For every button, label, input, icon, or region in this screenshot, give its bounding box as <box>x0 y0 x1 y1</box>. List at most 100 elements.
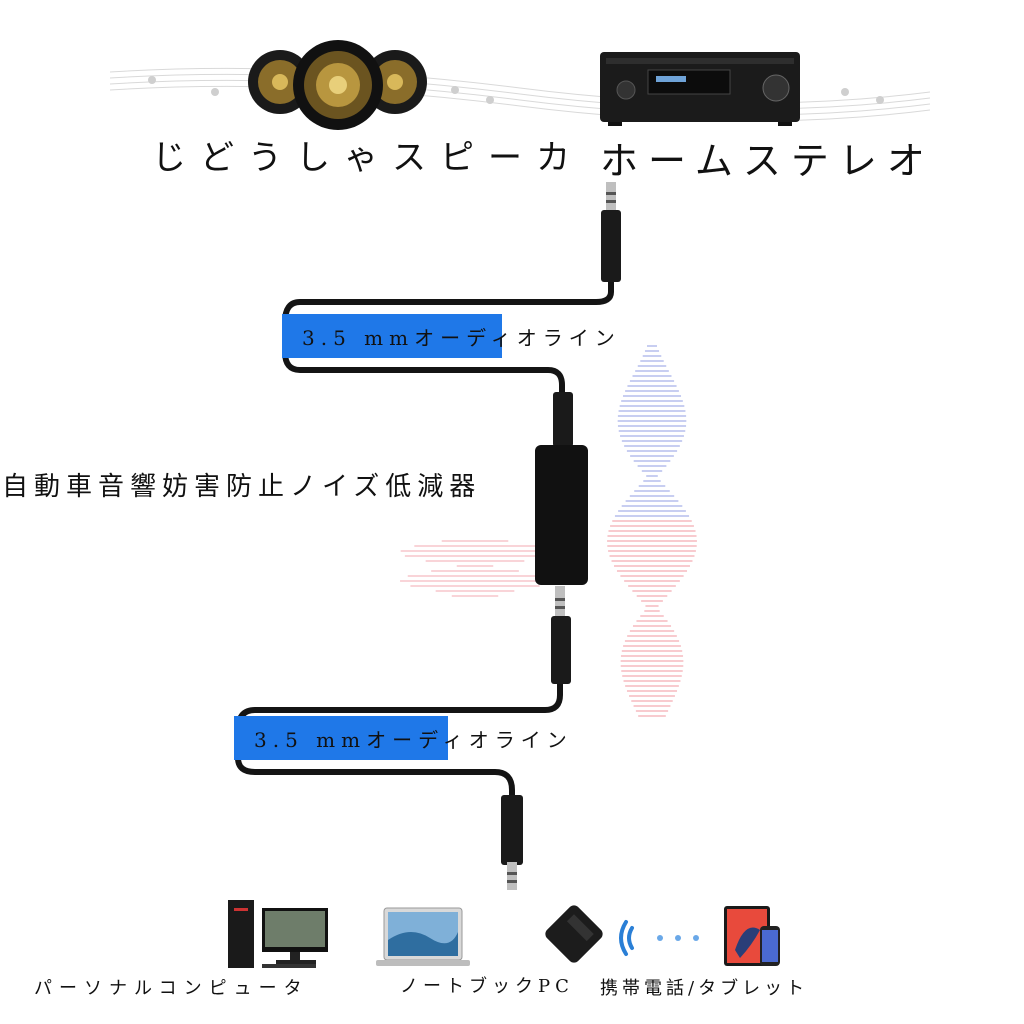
wave-bar <box>614 515 690 517</box>
wave-bar <box>621 400 683 402</box>
wave-bar <box>637 365 667 367</box>
wave-bar <box>625 390 679 392</box>
wave-bar <box>435 590 515 592</box>
wave-bar <box>431 570 519 572</box>
wave-bar <box>634 490 670 492</box>
wave-bar <box>620 575 684 577</box>
wave-bar <box>618 410 686 412</box>
wave-bar <box>620 435 684 437</box>
wave-bar <box>456 565 494 567</box>
wave-bar <box>407 575 543 577</box>
wave-bar <box>617 420 687 422</box>
wave-bar <box>607 545 697 547</box>
wave-bar <box>629 630 675 632</box>
wave-bar <box>620 660 684 662</box>
wave-bar <box>624 580 680 582</box>
car-speaker-label: じどうしゃスピーカ <box>152 138 584 178</box>
wave-bar <box>631 700 673 702</box>
wave-bar <box>619 405 685 407</box>
wave-bar <box>646 475 658 477</box>
wave-bar <box>636 595 668 597</box>
wave-bar <box>633 460 671 462</box>
wave-bar <box>625 685 679 687</box>
wave-bar <box>608 550 696 552</box>
wave-bar <box>644 610 660 612</box>
wave-bar <box>441 540 509 542</box>
wave-bar <box>608 530 696 532</box>
wave-bar <box>641 600 663 602</box>
wave-bar <box>645 605 659 607</box>
wave-bar <box>633 705 671 707</box>
wave-bar <box>625 500 679 502</box>
pc-label: パーソナルコンピュータ <box>34 978 309 999</box>
wave-bar <box>607 540 697 542</box>
wave-bar <box>612 520 692 522</box>
wave-bar <box>632 590 672 592</box>
wave-bar <box>451 595 499 597</box>
wave-bar <box>611 560 693 562</box>
cable-tag-upper-label: 3.5 mmオーディオライン <box>302 326 621 350</box>
wave-bar <box>410 585 540 587</box>
wave-bar <box>621 650 683 652</box>
wave-bar <box>636 620 668 622</box>
wave-bar <box>400 580 550 582</box>
wave-bar <box>635 710 669 712</box>
wave-bar <box>414 545 536 547</box>
wave-bar <box>627 635 677 637</box>
audio-jack-icon <box>601 182 621 282</box>
wave-bar <box>607 535 697 537</box>
wave-bar <box>616 570 688 572</box>
phone-label: 携帯電話/タブレット <box>600 978 809 999</box>
wave-bar <box>626 450 678 452</box>
wave-bar <box>644 350 660 352</box>
wave-bar <box>637 465 667 467</box>
wave-bar <box>617 415 687 417</box>
wave-bar <box>629 495 675 497</box>
wave-bar <box>629 695 675 697</box>
wave-bar <box>622 675 682 677</box>
wave-bar <box>641 470 663 472</box>
wave-bar <box>630 455 674 457</box>
wave-bar <box>638 715 666 717</box>
cable-tag-upper: 3.5 mmオーディオライン <box>282 314 615 358</box>
noise-filter-device <box>535 445 588 585</box>
wave-bar <box>640 360 664 362</box>
wave-bar <box>620 655 684 657</box>
wave-bar <box>635 370 669 372</box>
wave-bar <box>610 525 694 527</box>
wave-bar <box>627 385 677 387</box>
wave-bar <box>624 445 680 447</box>
wave-bar <box>621 670 683 672</box>
home-stereo-label: ホームステレオ <box>600 139 935 183</box>
wave-bar <box>618 510 686 512</box>
wave-bar <box>621 440 683 442</box>
wave-bar <box>629 380 675 382</box>
wave-bar <box>632 625 672 627</box>
wave-bar <box>425 560 525 562</box>
wave-bar <box>400 550 550 552</box>
wave-bar <box>647 345 657 347</box>
wave-bar <box>404 555 546 557</box>
wave-bar <box>621 505 683 507</box>
wave-bar <box>640 615 664 617</box>
wave-bar <box>626 690 678 692</box>
wave-bar <box>623 645 681 647</box>
device-label: 自動車音響妨害防止ノイズ低減器 <box>2 472 482 502</box>
wave-bar <box>638 485 666 487</box>
wave-bar <box>614 565 690 567</box>
cable-tag-lower-label: 3.5 mmオーディオライン <box>254 728 573 752</box>
laptop-label: ノートブックPC <box>400 976 574 997</box>
wave-bar <box>622 395 682 397</box>
wave-bar <box>628 585 676 587</box>
wave-bar <box>624 640 680 642</box>
wave-bar <box>620 665 684 667</box>
wave-bar <box>642 355 662 357</box>
wave-bar <box>643 480 661 482</box>
wave-bar <box>623 680 681 682</box>
